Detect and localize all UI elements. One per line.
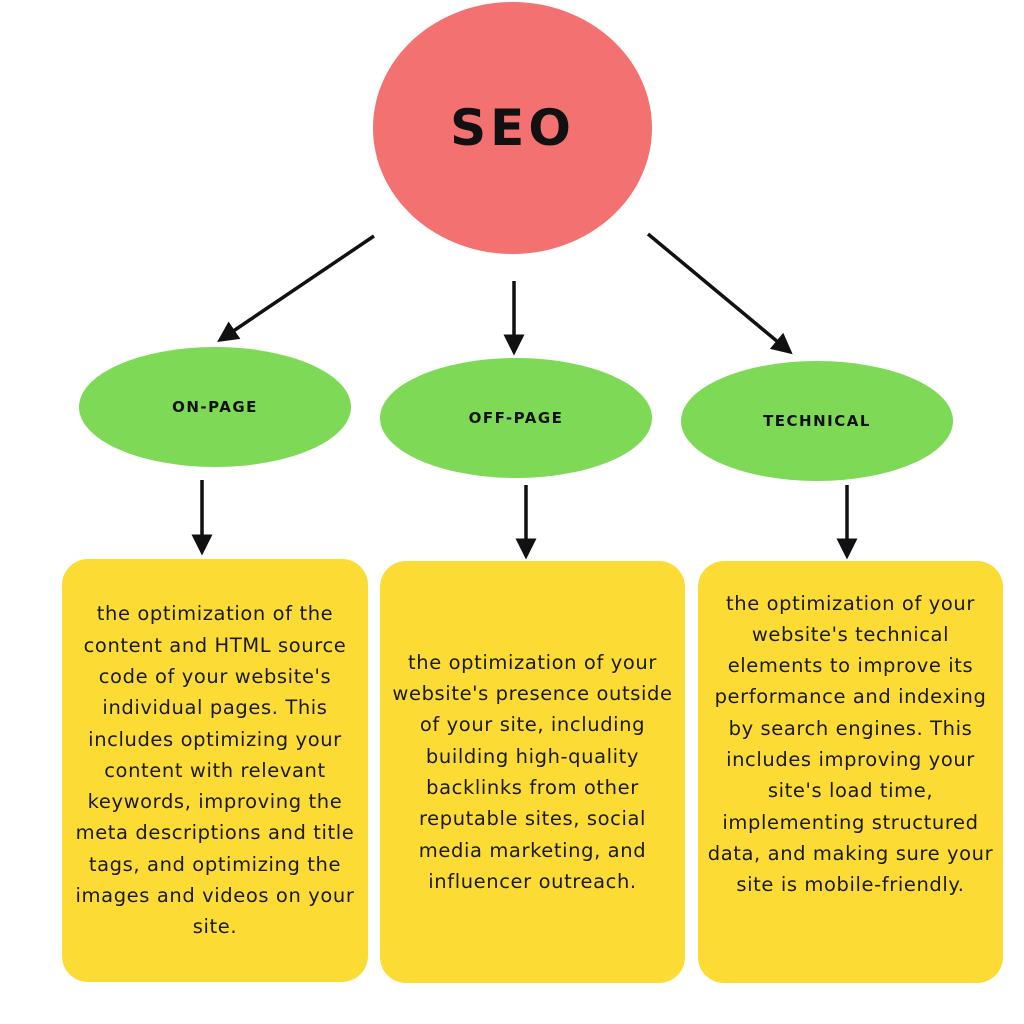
seo-root-node: SEO [373,2,652,254]
seo-root-label: SEO [450,99,575,157]
off-page-label: OFF-PAGE [468,409,564,427]
on-page-node: ON-PAGE [79,347,351,467]
on-page-description: the optimization of the content and HTML… [75,602,355,939]
off-page-description-box: the optimization of your website's prese… [380,561,685,983]
technical-node: TECHNICAL [681,361,953,481]
technical-label: TECHNICAL [763,412,871,430]
arrow-seo-to-technical [646,232,793,355]
on-page-description-box: the optimization of the content and HTML… [62,559,368,982]
on-page-label: ON-PAGE [172,398,258,416]
arrow-seo-to-on-page [217,234,375,342]
off-page-node: OFF-PAGE [380,358,652,478]
technical-description: the optimization of your website's techn… [707,591,994,897]
technical-description-box: the optimization of your website's techn… [698,561,1003,983]
off-page-description: the optimization of your website's prese… [392,650,673,893]
